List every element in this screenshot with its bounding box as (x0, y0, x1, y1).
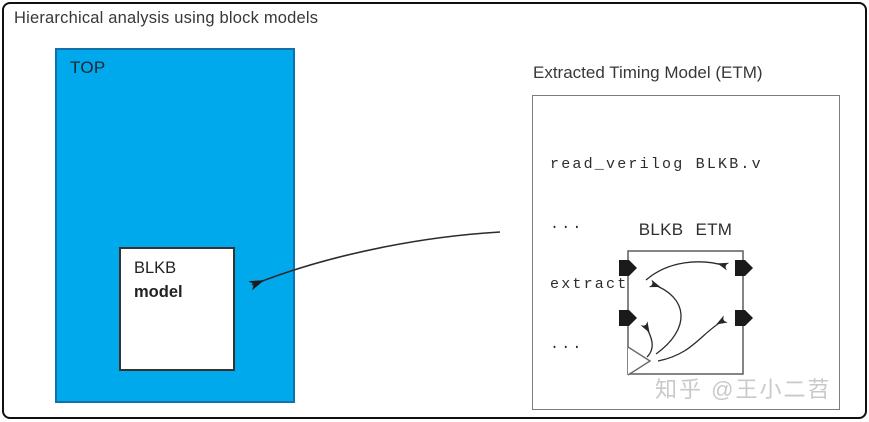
etm-code-block: read_verilog BLKB.v ... extract_model ..… (550, 115, 763, 395)
blkb-model-word: model (134, 283, 183, 301)
top-block: TOP BLKB model (55, 48, 295, 403)
page-title: Hierarchical analysis using block models (14, 9, 319, 27)
blkb-model-box: BLKB model (119, 247, 235, 371)
top-block-label: TOP (70, 58, 106, 77)
code-line: ... (550, 336, 584, 353)
etm-panel-heading: Extracted Timing Model (ETM) (533, 63, 763, 82)
etm-panel: read_verilog BLKB.v ... extract_model ..… (532, 95, 840, 410)
blkb-model-name: BLKB (134, 259, 177, 277)
code-line: ... (550, 216, 584, 233)
watermark: 知乎 @王小二苕 (655, 377, 832, 402)
etm-diagram-label: BLKB ETM (638, 220, 733, 239)
code-line: extract_model ... (550, 276, 741, 293)
code-line: read_verilog BLKB.v (550, 156, 763, 173)
